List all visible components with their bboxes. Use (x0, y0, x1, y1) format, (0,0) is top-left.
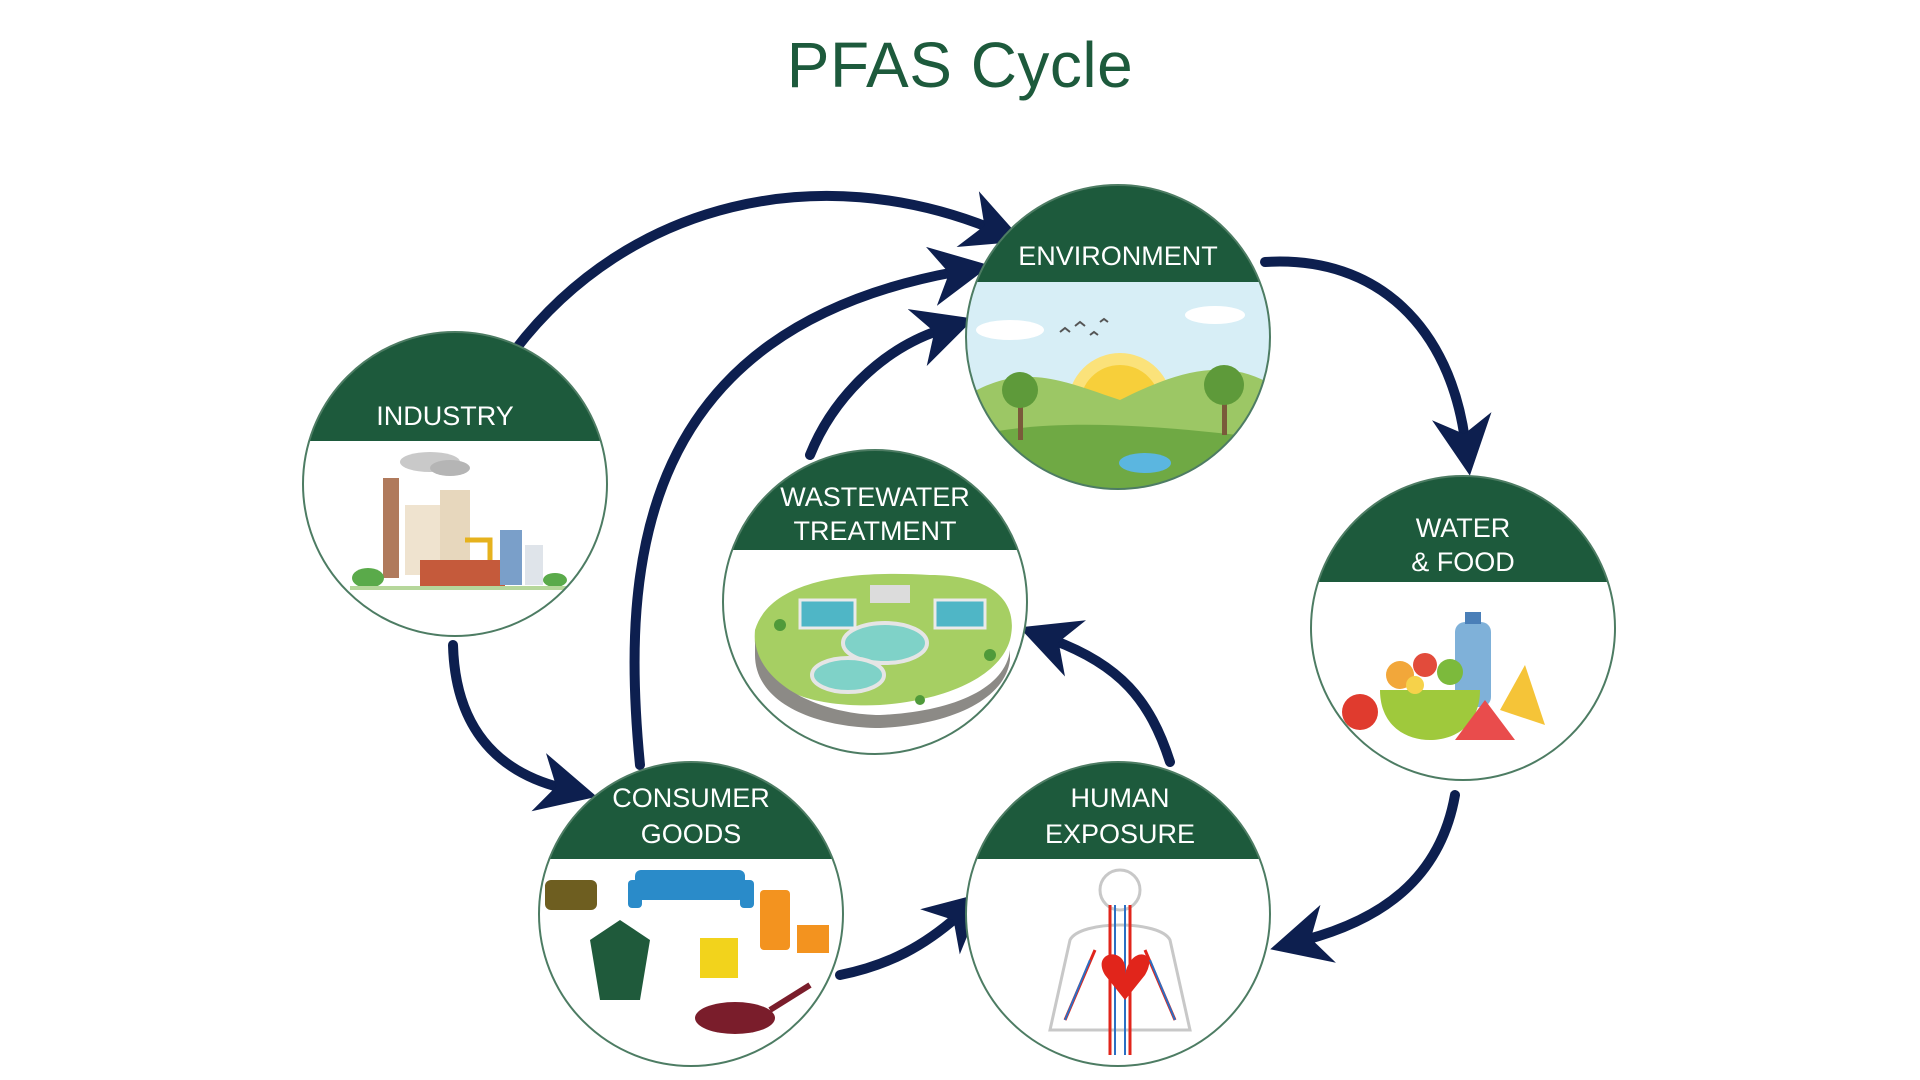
node-consumer-goods (538, 761, 844, 1067)
arrow-water-food-to-human-exposure (1270, 790, 1460, 963)
food-bowl-icon (1342, 612, 1545, 740)
arrow-consumer-goods-to-human-exposure (835, 892, 986, 980)
diagram-title: PFAS Cycle (786, 29, 1134, 101)
wastewater-label-line1: WASTEWATER (780, 482, 970, 512)
environment-label: ENVIRONMENT (1018, 241, 1218, 271)
arrow-industry-to-environment (510, 191, 1024, 355)
human-exposure-label-line1: HUMAN (1071, 783, 1170, 813)
water-food-label-line2: & FOOD (1411, 547, 1515, 577)
factory-icon (350, 452, 570, 590)
treatment-plant-icon (754, 573, 1012, 728)
arrow-consumer-goods-to-environment (629, 246, 991, 770)
arrow-wastewater-to-environment (805, 309, 975, 460)
water-food-label-line1: WATER (1416, 513, 1511, 543)
consumer-goods-label-line1: CONSUMER (612, 783, 770, 813)
wastewater-label-line2: TREATMENT (794, 516, 957, 546)
node-environment (965, 184, 1271, 490)
human-exposure-label-line2: EXPOSURE (1045, 819, 1195, 849)
arrow-industry-to-consumer-goods (448, 640, 597, 812)
arrow-human-exposure-to-wastewater (1019, 620, 1175, 767)
arrow-environment-to-water-food (1260, 256, 1492, 476)
node-labels: ENVIRONMENT INDUSTRY WASTEWATER TREATMEN… (376, 241, 1515, 849)
household-goods-icon (545, 870, 829, 1034)
circulatory-system-icon (1048, 868, 1192, 1055)
industry-label: INDUSTRY (376, 401, 514, 431)
node-industry (302, 331, 608, 637)
consumer-goods-label-line2: GOODS (641, 819, 742, 849)
cycle-arrows (448, 191, 1492, 980)
landscape-sun-icon (966, 275, 1270, 489)
